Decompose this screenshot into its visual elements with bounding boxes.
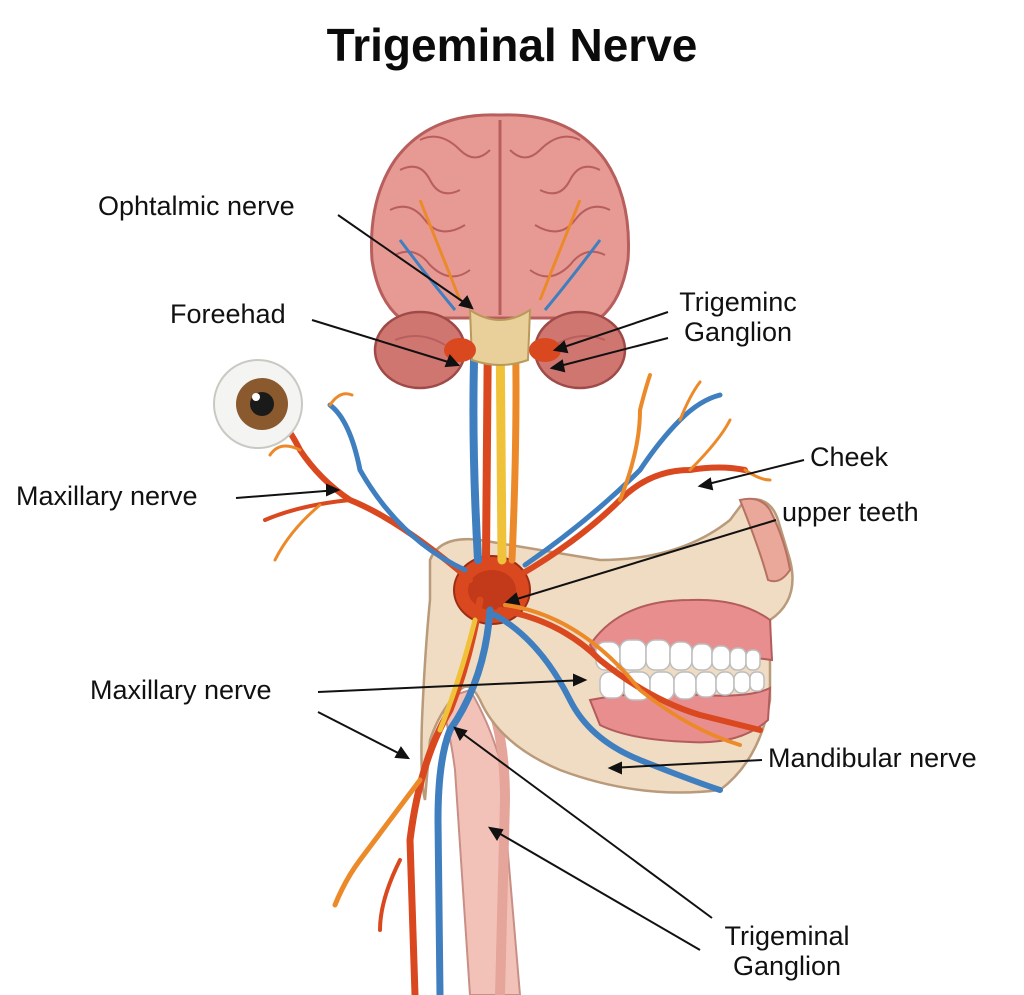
diagram-title: Trigeminal Nerve [326, 19, 698, 71]
label-trigeminal-ganglion-top-line1: Trigeminc [679, 287, 797, 317]
label-trigeminal-ganglion-bottom-line1: Trigeminal [724, 921, 850, 951]
leader-lines [235, 214, 805, 951]
label-trigeminal-ganglion-top: Trigeminc Ganglion [668, 287, 808, 347]
label-trigeminal-ganglion-bottom: Trigeminal Ganglion [712, 921, 862, 981]
eye [213, 359, 303, 449]
label-upper-teeth: upper teeth [782, 497, 919, 527]
label-maxillary-nerve-upper: Maxillary nerve [16, 481, 198, 511]
label-maxillary-nerve-lower: Maxillary nerve [90, 675, 272, 705]
label-ophthalmic-nerve: Ophtalmic nerve [98, 191, 295, 221]
label-trigeminal-ganglion-top-line2: Ganglion [683, 316, 793, 347]
label-trigeminal-ganglion-bottom-line2: Ganglion [732, 950, 842, 981]
label-cheek: Cheek [810, 442, 889, 472]
label-mandibular-nerve: Mandibular nerve [768, 743, 977, 773]
brain [370, 113, 630, 390]
label-forehead: Foreehad [170, 299, 286, 329]
